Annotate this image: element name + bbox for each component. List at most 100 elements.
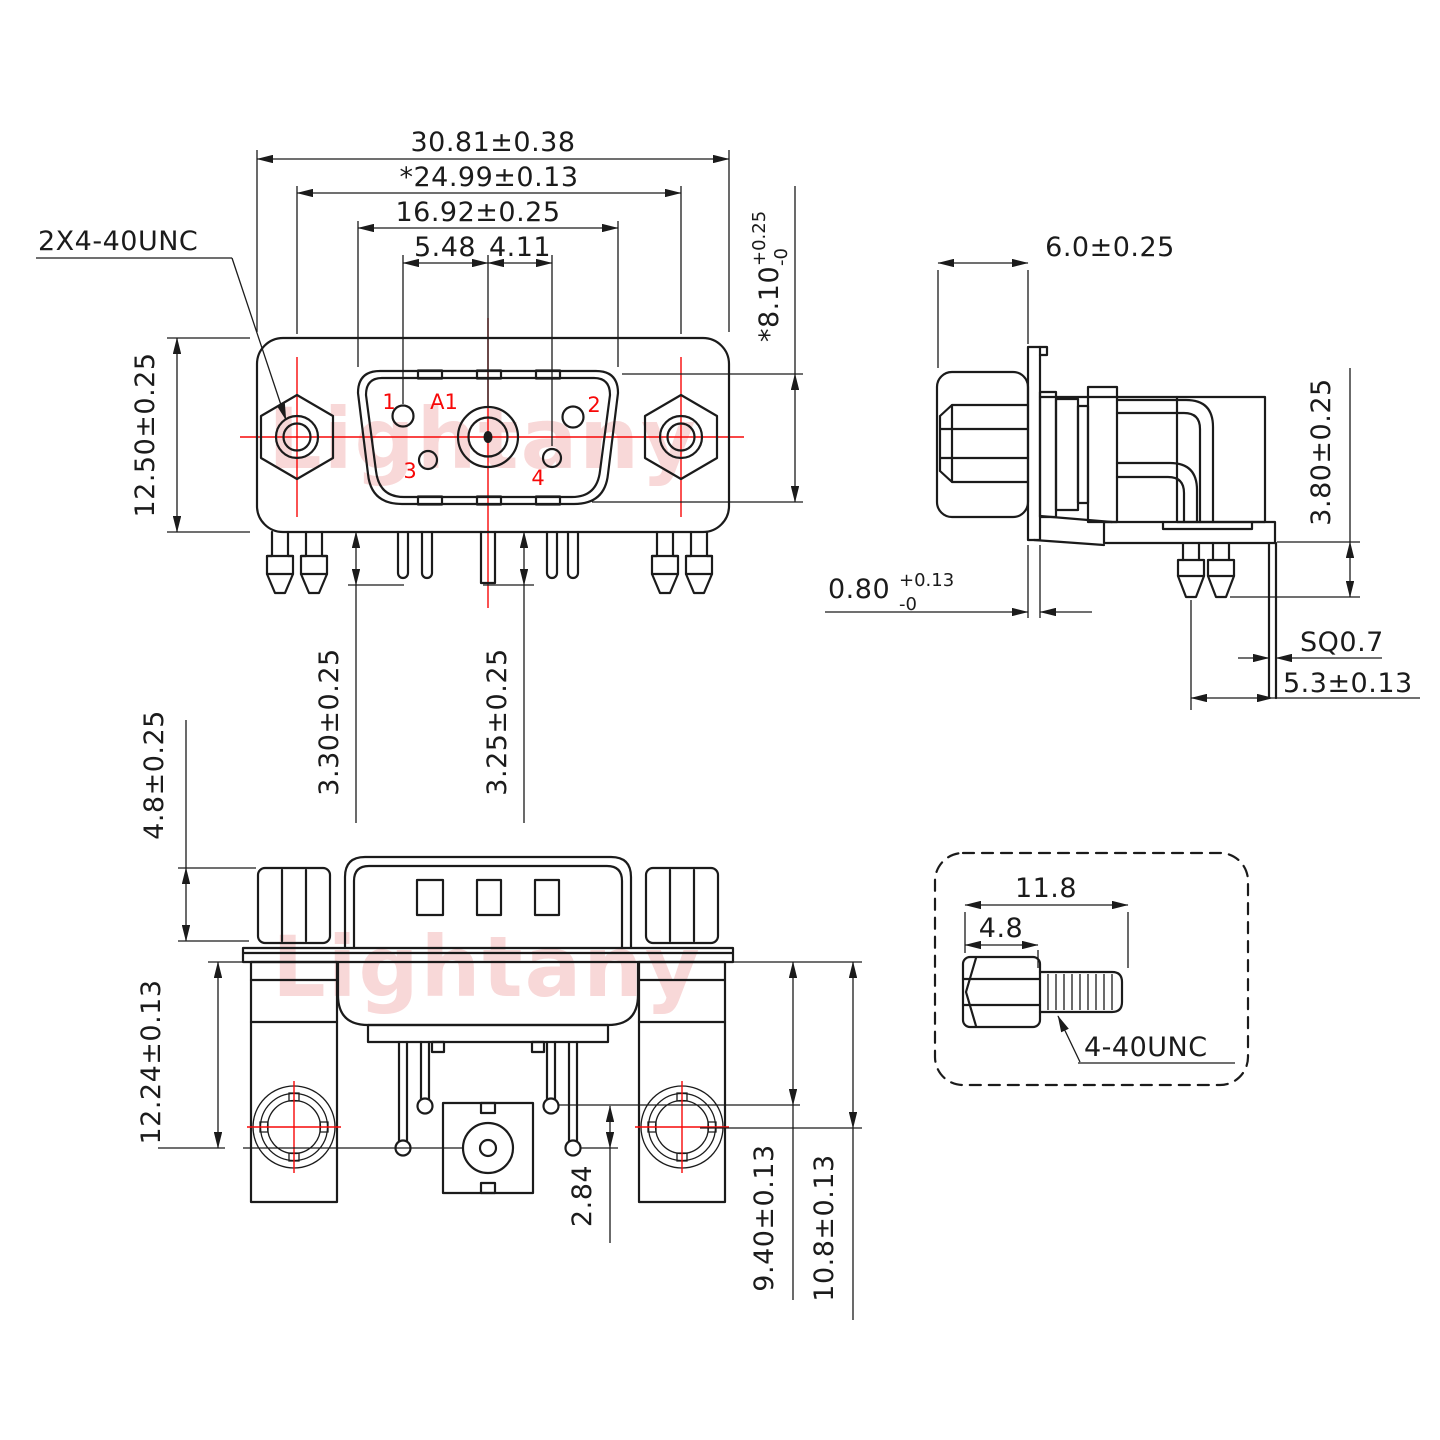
dim-pitch-left: 5.48 bbox=[414, 232, 476, 263]
screw-hex-body bbox=[961, 955, 1042, 1029]
screw-body bbox=[961, 955, 1124, 1029]
mounting-pads bbox=[247, 1081, 729, 1173]
side-plate-washer-line bbox=[1161, 520, 1254, 531]
shell-outer bbox=[343, 855, 633, 950]
bottom-row-lines bbox=[158, 961, 862, 1149]
dim-lock-depth: 3.80±0.25 bbox=[1306, 378, 1337, 525]
dim-plate-to-pad: 10.8±0.13 bbox=[809, 1154, 840, 1301]
side-lock-collar bbox=[1206, 558, 1236, 578]
dim-hex-height: 4.8±0.25 bbox=[139, 710, 170, 840]
side-pcb-plate bbox=[1032, 514, 1277, 547]
coax-pad-notch bbox=[479, 1101, 497, 1115]
dim-row-gap: 2.84 bbox=[567, 1165, 598, 1227]
watermark-bottom: Lightany bbox=[272, 918, 702, 1016]
dim-outer-width: 30.81±0.38 bbox=[410, 127, 575, 158]
dim-screw-total: 11.8 bbox=[1015, 873, 1077, 904]
pin-3-label: 3 bbox=[403, 459, 416, 483]
pin-2-label: 2 bbox=[587, 393, 600, 417]
side-lock-collar bbox=[1176, 558, 1206, 578]
screw-thread-stud bbox=[1038, 970, 1124, 1014]
shell-slot bbox=[475, 878, 503, 917]
coax-contact-center bbox=[483, 431, 493, 443]
side-dimensions: 6.0±0.25 0.80 +0.13 -0 3.80±0.25 SQ0.7 5… bbox=[825, 232, 1420, 710]
pin-2-contact bbox=[561, 405, 585, 429]
screw-thread-label: 4-40UNC bbox=[1084, 1032, 1208, 1063]
screw-thread-lines bbox=[1047, 974, 1113, 1010]
bracket-left bbox=[249, 960, 339, 1204]
front-dimensions: 30.81±0.38 *24.99±0.13 16.92±0.25 5.48 4… bbox=[36, 127, 803, 823]
side-board-locks bbox=[1176, 541, 1236, 599]
bottom-brackets bbox=[249, 960, 727, 1204]
pin-4-contact bbox=[541, 447, 563, 469]
dim-insert-height-tol-plus: +0.25 bbox=[749, 211, 770, 266]
dim-insert-height-tol-minus: -0 bbox=[771, 248, 792, 266]
pin-leg bbox=[566, 530, 580, 580]
side-lower-pin bbox=[1115, 461, 1199, 524]
side-insulator-step1 bbox=[1038, 390, 1058, 519]
side-hex-standoff bbox=[938, 403, 1030, 484]
pin-3-contact bbox=[417, 449, 439, 471]
dim-pitch-right: 4.11 bbox=[489, 232, 551, 263]
side-lock-stems bbox=[1181, 541, 1231, 562]
bracket-left-lines bbox=[249, 978, 339, 1024]
screw-dimensions: 11.8 4.8 4-40UNC bbox=[964, 873, 1235, 1064]
coax-contact-mid bbox=[467, 416, 509, 458]
dim-pin-offset: 5.3±0.13 bbox=[1283, 668, 1413, 699]
side-hex-profile bbox=[938, 403, 1030, 484]
hex-nut-right-outline bbox=[643, 393, 719, 481]
pin-leg bbox=[396, 530, 410, 580]
dim-pin-square: SQ0.7 bbox=[1300, 627, 1384, 658]
side-flange-plate bbox=[1026, 345, 1042, 542]
detail-border bbox=[933, 851, 1250, 1087]
dim-plate-to-upper-row: 9.40±0.13 bbox=[749, 1144, 780, 1291]
extension-lines-insert-height bbox=[592, 186, 803, 503]
board-lock-detail-lines bbox=[265, 554, 714, 576]
side-rear-housing bbox=[1175, 395, 1267, 524]
dim-pin-length: 3.30±0.25 bbox=[314, 648, 345, 795]
contact-labels: 1 A1 2 3 4 bbox=[382, 390, 600, 490]
shell-inner bbox=[352, 864, 624, 950]
housing-tab bbox=[530, 1040, 546, 1054]
side-view: 6.0±0.25 0.80 +0.13 -0 3.80±0.25 SQ0.7 5… bbox=[825, 232, 1420, 710]
ext-pin-offset bbox=[1190, 600, 1420, 710]
dim-standoff: 6.0±0.25 bbox=[1045, 232, 1175, 263]
pin-end bbox=[564, 1139, 582, 1157]
board-lock-prong bbox=[684, 530, 714, 595]
hex-nut-left-hole-inner bbox=[282, 422, 312, 452]
dim-flange-tol-minus: -0 bbox=[899, 594, 917, 615]
extension-lines-height bbox=[167, 337, 250, 533]
bottom-view: 4.8±0.25 12.24±0.13 2.84 9.40±0.13 10.8±… bbox=[136, 710, 862, 1320]
connector-flange-outline bbox=[255, 336, 731, 534]
coax-label: A1 bbox=[430, 390, 458, 414]
hex-standoff-left bbox=[256, 866, 332, 945]
mounting-plate bbox=[241, 946, 735, 964]
side-flange-step bbox=[1038, 345, 1049, 357]
pin-wires bbox=[397, 1040, 579, 1143]
side-bent-pins bbox=[1115, 398, 1215, 524]
dim-center-pin-length: 3.25±0.25 bbox=[482, 648, 513, 795]
hex-nut-left-outline bbox=[259, 393, 335, 481]
side-plate bbox=[1102, 520, 1277, 545]
pin-4-label: 4 bbox=[531, 466, 544, 490]
d-shell bbox=[356, 369, 620, 506]
d-shell-outer bbox=[356, 369, 620, 506]
bracket-right bbox=[637, 960, 727, 1204]
pad-centerlines bbox=[247, 1081, 729, 1173]
ext-flange bbox=[1027, 545, 1041, 618]
board-lock-prong bbox=[265, 530, 295, 595]
side-upper-pin bbox=[1115, 398, 1215, 524]
hex-nut-right bbox=[643, 393, 719, 481]
thread-callout: 2X4-40UNC bbox=[38, 226, 198, 257]
bottom-hex-standoffs bbox=[256, 866, 720, 945]
hex-standoff-right bbox=[644, 866, 720, 945]
dim-screw-hex: 4.8 bbox=[979, 913, 1023, 944]
coax-contact-outer bbox=[456, 405, 520, 469]
bottom-housing bbox=[336, 960, 640, 1054]
contacts bbox=[391, 404, 585, 471]
hex-nut-left-hole-outer bbox=[274, 414, 320, 460]
pin-leg bbox=[545, 530, 559, 580]
pin-leg bbox=[420, 530, 434, 580]
hex-standoff-left-facets bbox=[280, 868, 308, 943]
